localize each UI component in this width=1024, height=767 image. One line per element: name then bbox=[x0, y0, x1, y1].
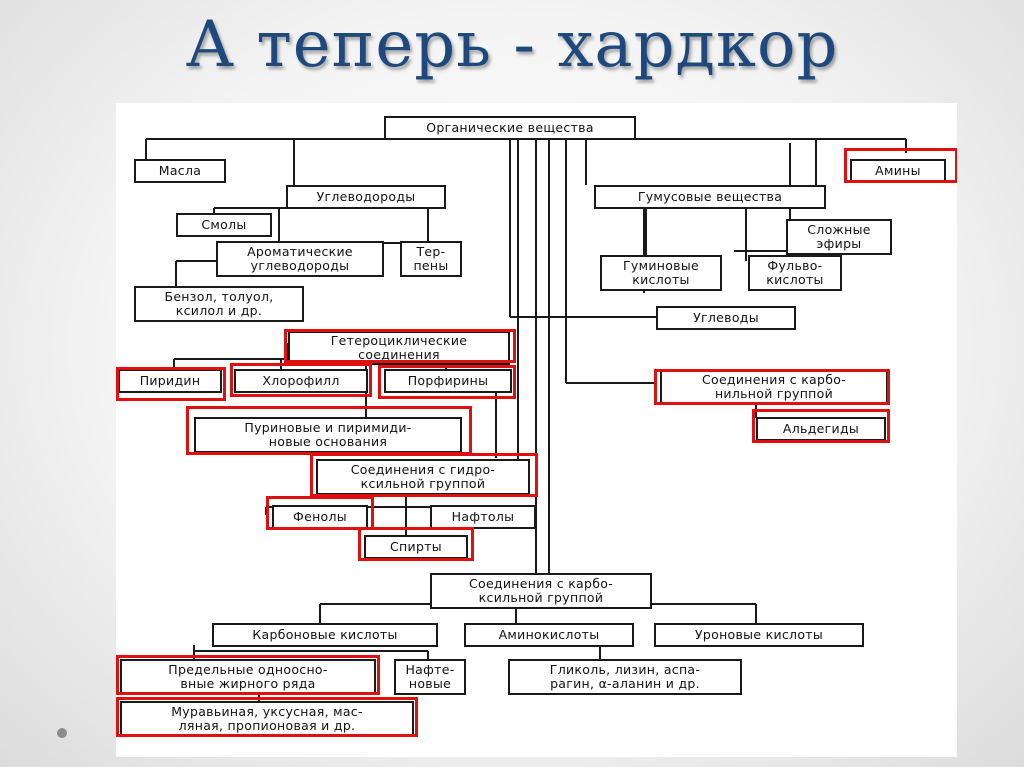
node-esters: Сложные эфиры bbox=[786, 219, 892, 255]
node-carbohydrates: Углеводы bbox=[656, 306, 796, 330]
node-oils: Масла bbox=[134, 159, 226, 183]
highlight-heterocyclic bbox=[284, 329, 516, 363]
node-aromatic-hydrocarbons: Ароматические углеводороды bbox=[216, 241, 384, 277]
node-chlorophyll: Хлорофилл bbox=[234, 369, 368, 393]
highlight-pyridine bbox=[116, 367, 226, 401]
highlight-formic bbox=[116, 697, 418, 737]
node-humus-substances: Гумусовые вещества bbox=[594, 185, 826, 209]
node-fulvic-acids: Фульво- кислоты bbox=[748, 255, 842, 291]
node-saturated-monobasic-fatty: Предельные одноосно- вные жирного ряда bbox=[120, 659, 376, 695]
node-organic-substances: Органические вещества bbox=[384, 116, 636, 140]
node-terpenes: Тер- пены bbox=[400, 241, 462, 277]
highlight-carbonyl bbox=[654, 369, 890, 405]
node-carboxyl-compounds: Соединения с карбо- ксильной группой bbox=[430, 573, 652, 609]
node-humic-acids: Гуминовые кислоты bbox=[600, 255, 722, 291]
node-pyridine: Пиридин bbox=[118, 369, 222, 393]
highlight-purines bbox=[186, 406, 472, 455]
highlight-amines bbox=[844, 148, 957, 183]
node-carboxylic-acids: Карбоновые кислоты bbox=[212, 623, 438, 647]
highlight-saturated bbox=[116, 655, 380, 695]
node-benzene-toluene-xylene: Бензол, толуол, ксилол и др. bbox=[134, 286, 304, 322]
node-naphthenic: Нафте- новые bbox=[394, 659, 466, 695]
slide-title: А теперь - хардкор bbox=[185, 8, 839, 82]
bullet-dot bbox=[57, 728, 67, 738]
highlight-alcohols bbox=[358, 527, 474, 561]
node-porphyrins: Порфирины bbox=[384, 369, 512, 393]
highlight-phenols bbox=[266, 496, 374, 530]
node-naphthols: Нафтолы bbox=[430, 505, 536, 529]
highlight-chlorophyll bbox=[230, 363, 372, 397]
node-amino-acids: Аминокислоты bbox=[464, 623, 634, 647]
node-resins: Смолы bbox=[176, 213, 272, 237]
node-heterocyclic-compounds: Гетероциклические соединения bbox=[288, 331, 510, 365]
node-glycol-lysine-asparagine: Гликоль, лизин, аспа- рагин, α-аланин и … bbox=[508, 659, 742, 695]
highlight-porphyrins bbox=[378, 365, 516, 399]
node-hydrocarbons: Углеводороды bbox=[286, 185, 446, 209]
highlight-hydroxyl bbox=[310, 453, 538, 497]
node-formic-acetic-butyric: Муравьиная, уксусная, мас- ляная, пропио… bbox=[120, 701, 414, 737]
highlight-aldehydes bbox=[752, 409, 890, 443]
classification-diagram: Органические вещества Масла Углеводороды… bbox=[116, 103, 957, 757]
node-carbonyl-compounds: Соединения с карбо- нильной группой bbox=[660, 369, 888, 405]
node-uronic-acids: Уроновые кислоты bbox=[654, 623, 864, 647]
